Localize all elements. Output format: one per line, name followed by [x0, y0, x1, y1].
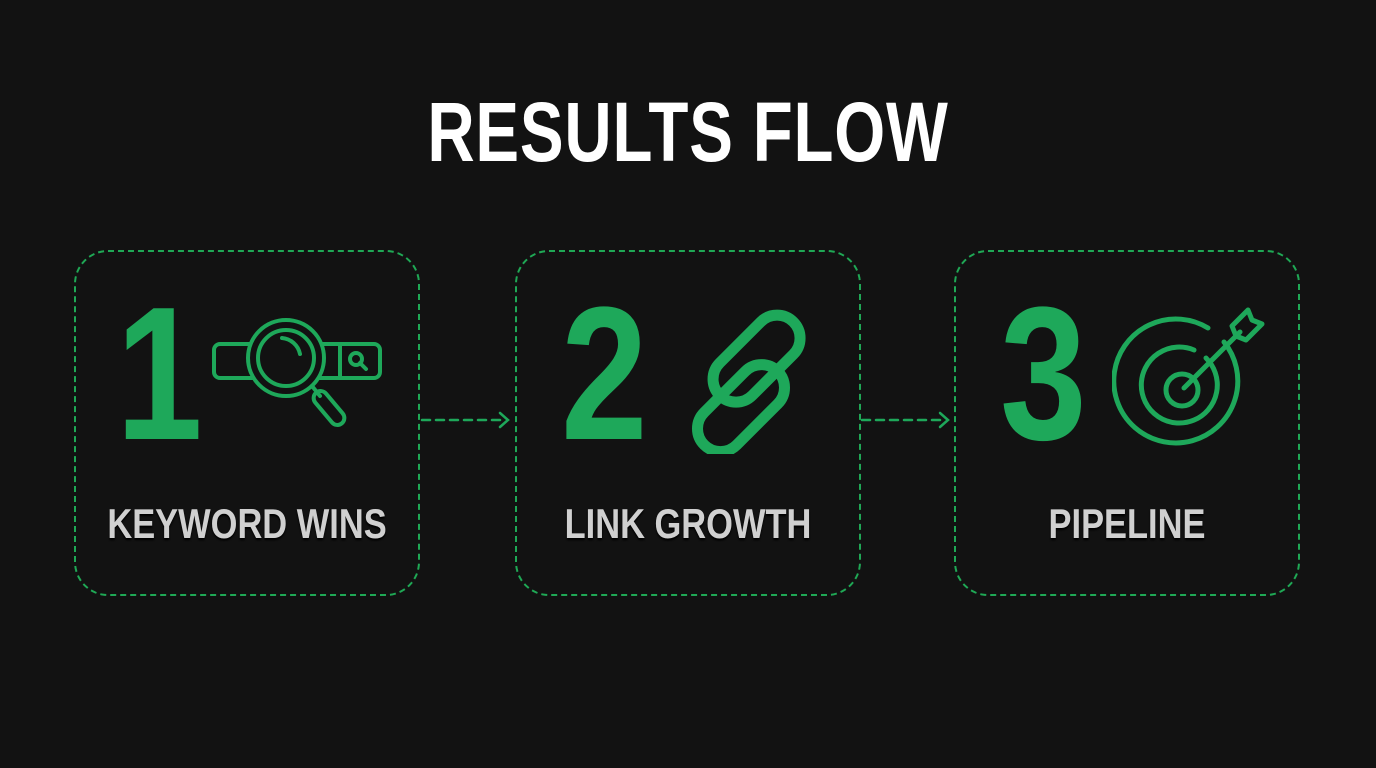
connector-arrow-1-2: [420, 411, 510, 429]
step-card-3: 3 PIPELINE: [954, 250, 1300, 596]
step-number: 2: [561, 268, 648, 480]
step-label: KEYWORD WINS: [107, 500, 387, 547]
step-label: PIPELINE: [1048, 500, 1206, 547]
step-card-2: 2 LINK GROWTH: [515, 250, 861, 596]
step-label: LINK GROWTH: [564, 500, 812, 547]
search-bar-magnifier-icon: [212, 318, 382, 427]
chain-link-icon: [691, 309, 806, 454]
connector-arrow-2-3: [860, 411, 950, 429]
target-arrow-icon: [1112, 307, 1265, 446]
page-title: RESULTS FLOW: [427, 85, 949, 179]
step-card-1: 1 KEYWORD WINS: [74, 250, 420, 596]
step-number: 3: [1000, 268, 1087, 480]
step-number: 1: [116, 268, 203, 480]
